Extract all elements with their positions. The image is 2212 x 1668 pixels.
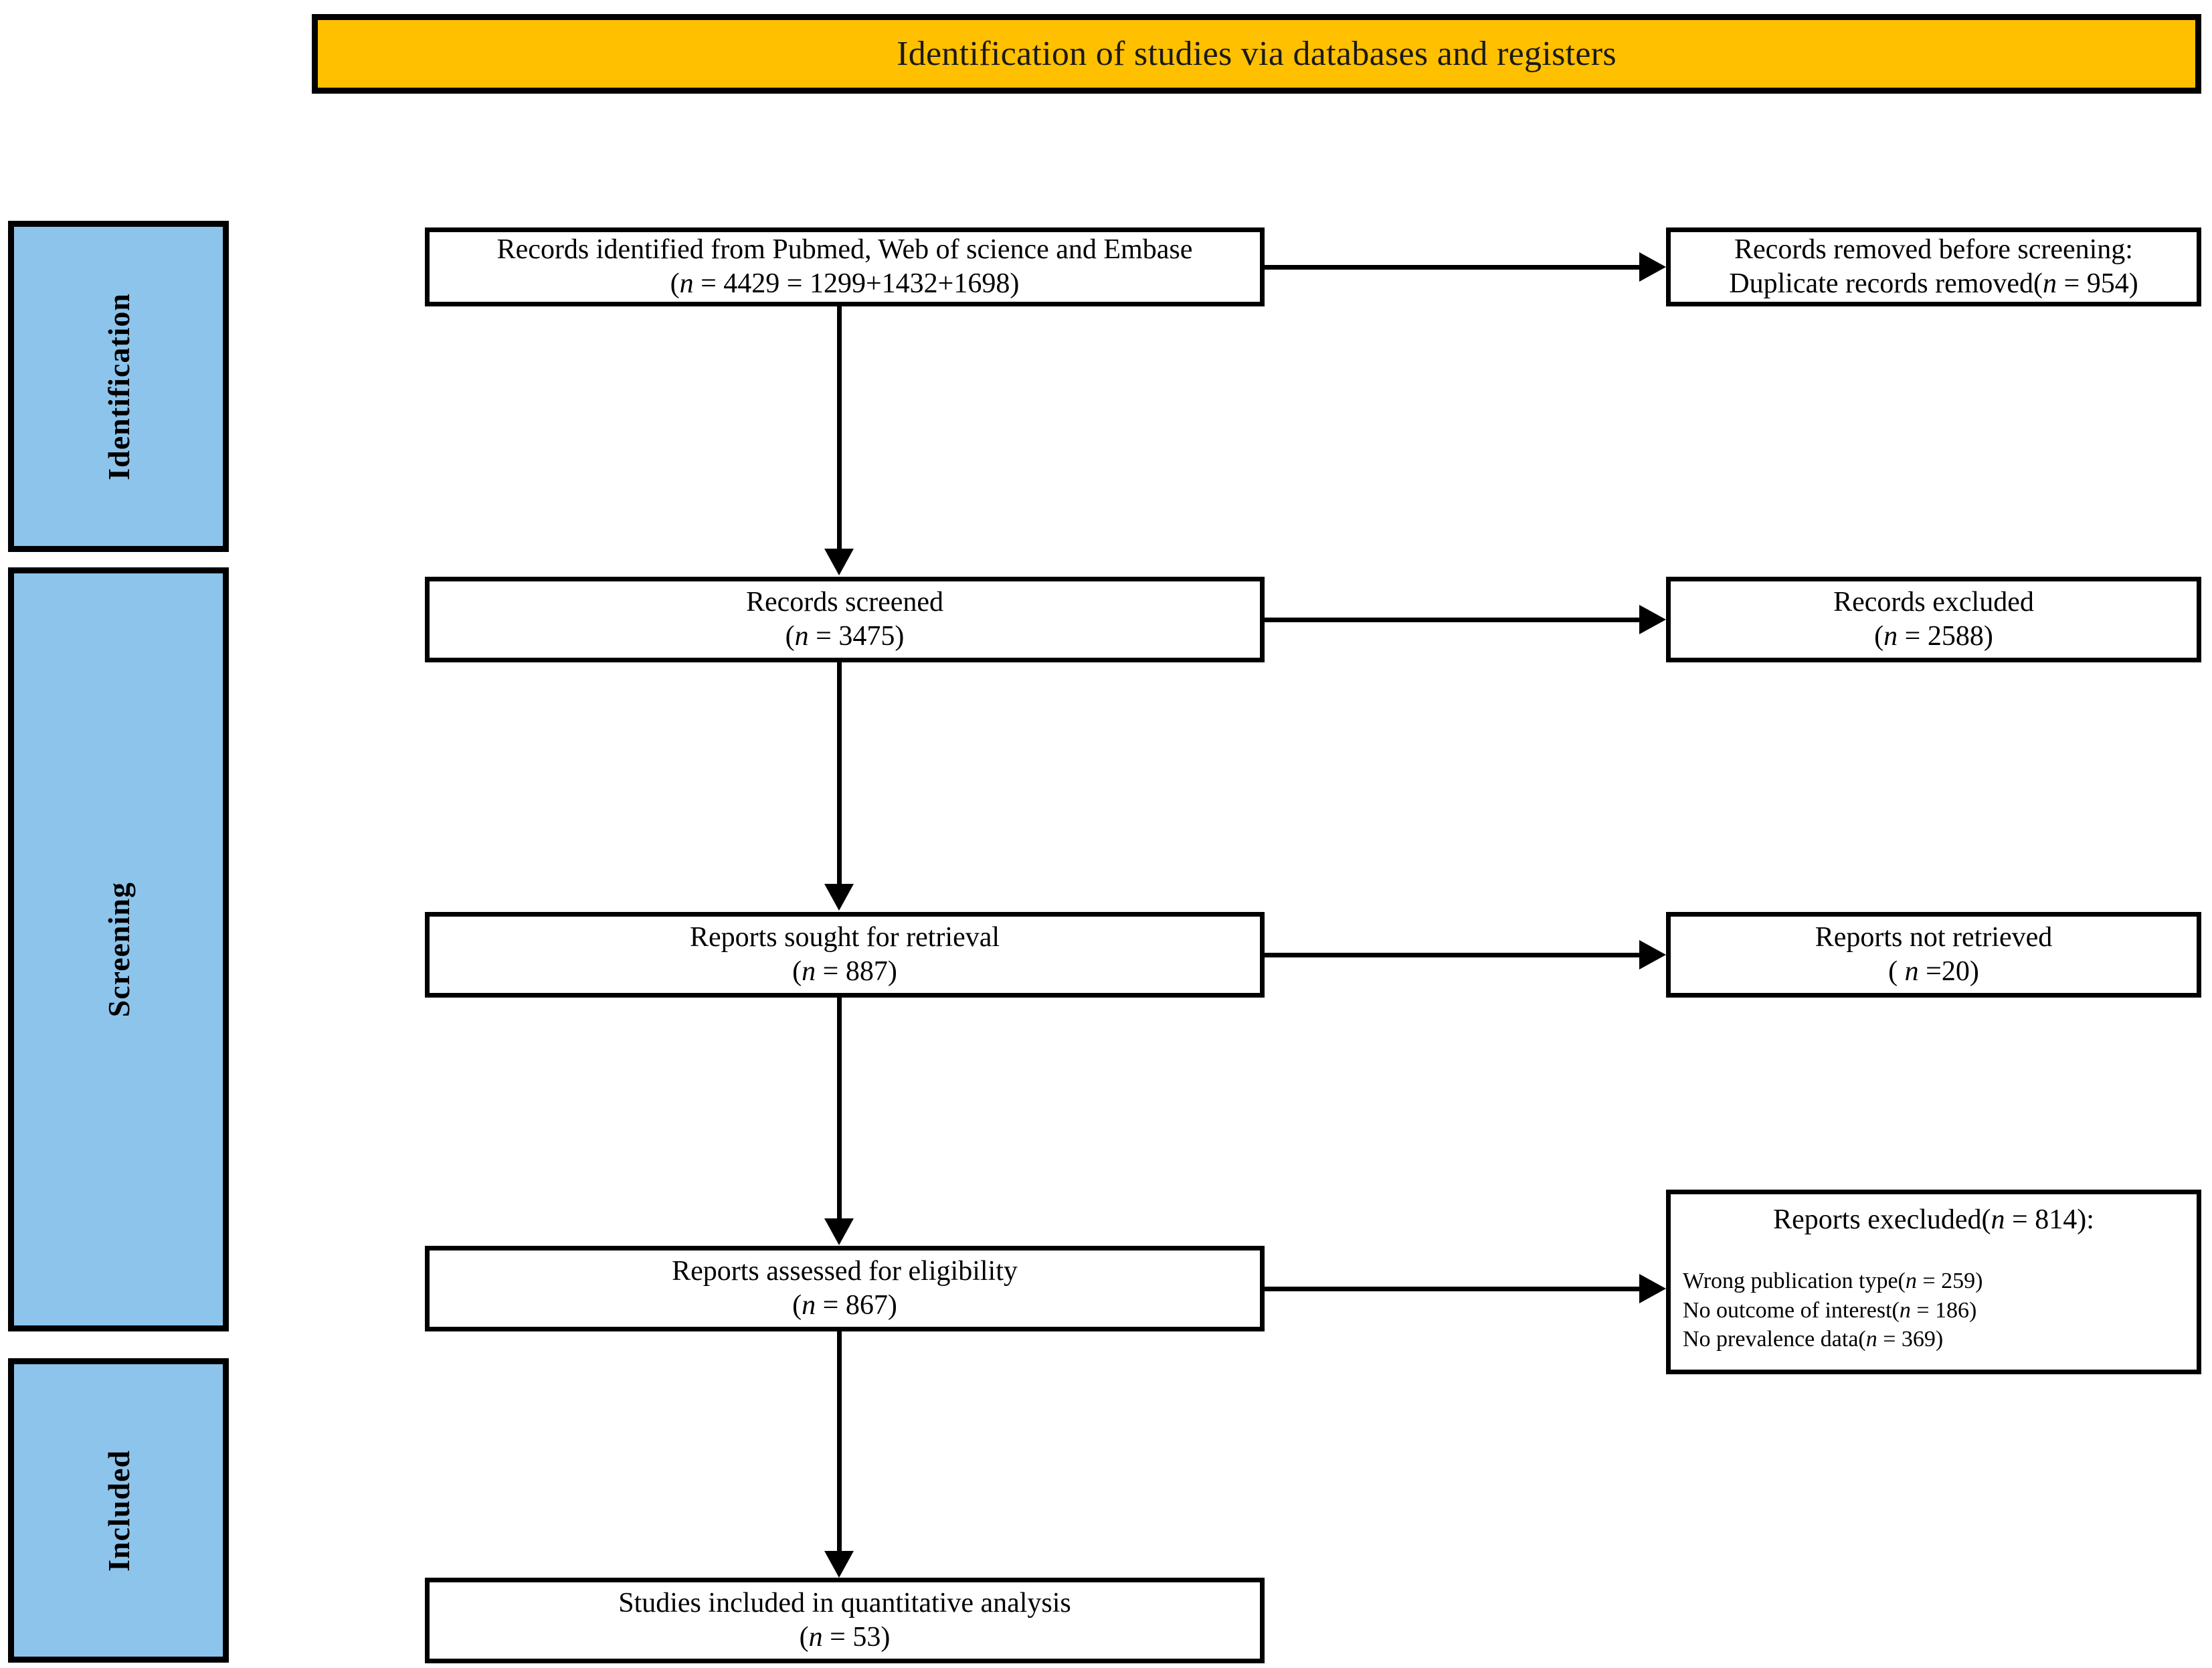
stage-label-included: Included xyxy=(101,1449,136,1572)
box-reports-assessed-for-eligibility: Reports assessed for eligibility (n = 86… xyxy=(425,1246,1265,1331)
arrowhead-sought-to-assessed xyxy=(824,1218,854,1245)
box-records-removed-line2: Duplicate records removed(n = 954) xyxy=(1729,267,2138,301)
text-fragment: Duplicate records removed( xyxy=(1729,268,2043,299)
connector-assessed-to-reports-excluded xyxy=(1265,1287,1641,1291)
n-symbol: n xyxy=(1883,621,1898,652)
exclusion-reason-item: Wrong publication type(n = 259) xyxy=(1683,1267,2185,1296)
text-fragment: = 954) xyxy=(2057,268,2138,299)
text-fragment: = 2588) xyxy=(1898,621,1993,652)
arrowhead-assessed-to-reports-excluded xyxy=(1639,1274,1666,1303)
text-fragment: =20) xyxy=(1918,956,1979,987)
box-reports-not-retrieved-line2: ( n =20) xyxy=(1888,955,1979,989)
box-reports-sought-line1: Reports sought for retrieval xyxy=(689,921,1000,953)
text-fragment: ( xyxy=(670,268,680,299)
n-symbol: n xyxy=(1865,1327,1877,1352)
n-symbol: n xyxy=(679,268,694,299)
n-symbol: n xyxy=(794,621,809,652)
text-fragment: = 867) xyxy=(816,1290,897,1321)
exclusion-reason-item: No outcome of interest(n = 186) xyxy=(1683,1296,2185,1325)
stage-bar-identification: Identification xyxy=(8,221,229,552)
box-reports-excluded-heading: Reports execluded(n = 814): xyxy=(1683,1204,2185,1236)
box-records-screened: Records screened (n = 3475) xyxy=(425,577,1265,662)
arrowhead-sought-to-not-retrieved xyxy=(1639,940,1666,969)
n-symbol: n xyxy=(802,1290,816,1321)
box-records-excluded-line2: (n = 2588) xyxy=(1874,620,1993,654)
n-symbol: n xyxy=(1904,956,1919,987)
box-reports-sought-line2: (n = 887) xyxy=(792,955,897,989)
arrowhead-identified-to-screened xyxy=(824,549,854,575)
text-fragment: ( xyxy=(792,1290,802,1321)
text-fragment: No outcome of interest( xyxy=(1683,1297,1900,1323)
stage-bar-included: Included xyxy=(8,1358,229,1663)
box-records-removed-line1: Records removed before screening: xyxy=(1734,234,2133,265)
connector-sought-to-assessed xyxy=(837,998,842,1220)
page-title: Identification of studies via databases … xyxy=(897,35,1617,73)
text-fragment: Wrong publication type( xyxy=(1683,1269,1906,1293)
box-records-excluded: Records excluded (n = 2588) xyxy=(1666,577,2201,662)
connector-identified-to-screened xyxy=(837,306,842,550)
arrowhead-assessed-to-included xyxy=(824,1551,854,1578)
exclusion-reason-item: No prevalence data(n = 369) xyxy=(1683,1325,2185,1354)
box-studies-included: Studies included in quantitative analysi… xyxy=(425,1578,1265,1663)
n-symbol: n xyxy=(1905,1269,1917,1293)
connector-assessed-to-included xyxy=(837,1331,842,1552)
box-reports-assessed-line2: (n = 867) xyxy=(792,1289,897,1323)
box-records-screened-line2: (n = 3475) xyxy=(786,620,905,654)
text-fragment: = 259) xyxy=(1916,1269,1983,1293)
stage-label-identification: Identification xyxy=(101,292,136,480)
text-fragment: = 186) xyxy=(1910,1297,1977,1323)
text-fragment: = 4429 = 1299+1432+1698) xyxy=(693,268,1020,299)
box-records-identified-line2: (n = 4429 = 1299+1432+1698) xyxy=(670,267,1020,301)
text-fragment: = 369) xyxy=(1877,1327,1944,1352)
connector-sought-to-not-retrieved xyxy=(1265,953,1641,957)
connector-screened-to-excluded xyxy=(1265,618,1641,622)
text-fragment: = 887) xyxy=(816,956,897,987)
connector-screened-to-sought xyxy=(837,662,842,885)
text-fragment: ( xyxy=(1888,956,1905,987)
connector-identified-to-removed xyxy=(1265,265,1641,270)
box-reports-assessed-line1: Reports assessed for eligibility xyxy=(672,1255,1018,1287)
stage-label-screening: Screening xyxy=(101,881,136,1018)
arrowhead-identified-to-removed xyxy=(1639,252,1666,282)
text-fragment: = 53) xyxy=(822,1622,891,1653)
box-records-identified-line1: Records identified from Pubmed, Web of s… xyxy=(496,234,1193,265)
box-reports-not-retrieved-line1: Reports not retrieved xyxy=(1815,921,2053,953)
n-symbol: n xyxy=(1899,1297,1911,1323)
text-fragment: No prevalence data( xyxy=(1683,1327,1866,1352)
arrowhead-screened-to-excluded xyxy=(1639,605,1666,634)
box-records-removed-before-screening: Records removed before screening: Duplic… xyxy=(1666,227,2201,306)
text-fragment: ( xyxy=(792,956,802,987)
stage-bar-screening: Screening xyxy=(8,567,229,1331)
box-studies-included-line2: (n = 53) xyxy=(800,1620,891,1655)
box-records-excluded-line1: Records excluded xyxy=(1833,586,2034,618)
text-fragment: ( xyxy=(799,1622,809,1653)
diagram-title-banner: Identification of studies via databases … xyxy=(312,14,2201,94)
box-records-identified: Records identified from Pubmed, Web of s… xyxy=(425,227,1265,306)
n-symbol: n xyxy=(1991,1204,2005,1235)
box-studies-included-line1: Studies included in quantitative analysi… xyxy=(618,1587,1071,1618)
text-fragment: ( xyxy=(1874,621,1884,652)
n-symbol: n xyxy=(808,1622,823,1653)
box-reports-not-retrieved: Reports not retrieved ( n =20) xyxy=(1666,912,2201,998)
text-fragment: = 3475) xyxy=(808,621,905,652)
text-fragment: Reports execluded( xyxy=(1773,1204,1991,1235)
box-reports-excluded-with-reasons: Reports execluded(n = 814): Wrong public… xyxy=(1666,1190,2201,1374)
text-fragment: = 814): xyxy=(2005,1204,2094,1235)
n-symbol: n xyxy=(802,956,816,987)
arrowhead-screened-to-sought xyxy=(824,884,854,911)
n-symbol: n xyxy=(2043,268,2057,299)
box-records-screened-line1: Records screened xyxy=(745,586,944,618)
text-fragment: ( xyxy=(785,621,795,652)
box-reports-sought-for-retrieval: Reports sought for retrieval (n = 887) xyxy=(425,912,1265,998)
